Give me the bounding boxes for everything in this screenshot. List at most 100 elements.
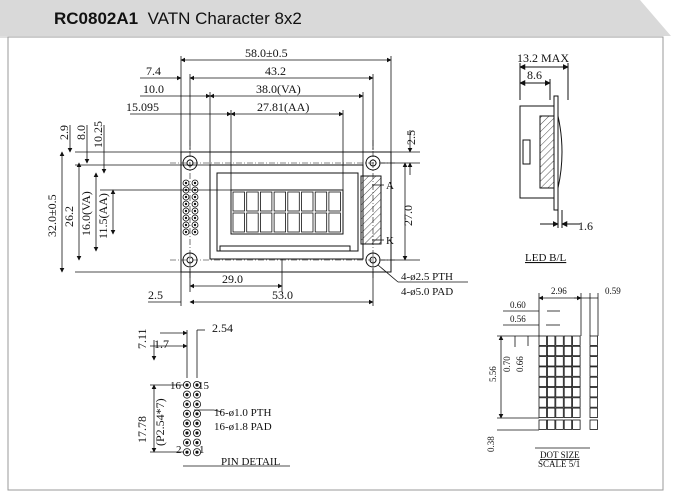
dim-dot-width: 0.56	[510, 314, 526, 324]
character-grid	[232, 191, 341, 233]
side-view	[519, 63, 580, 228]
view-area	[216, 172, 359, 252]
dim-pitch-note: (P2.54*7)	[153, 398, 167, 446]
pin-pad	[192, 428, 201, 437]
character-cell	[232, 212, 245, 233]
pixel-dot	[572, 335, 581, 346]
label-pin-pad: 16-ø1.8 PAD	[214, 421, 272, 433]
connector-pin-hole	[184, 223, 188, 227]
pin-hole	[195, 412, 199, 416]
dot-size-detail	[497, 293, 599, 449]
pin-pad	[182, 438, 191, 447]
dim-left-10-0: 10.0	[143, 82, 164, 96]
front-dim-lines	[59, 56, 468, 306]
dim-cursor-height: 0.38	[486, 436, 496, 452]
pin-pad	[182, 400, 191, 409]
pixel-dot	[555, 345, 564, 357]
pin-pad	[182, 419, 191, 428]
pin-pad	[192, 409, 201, 418]
connector-pin-hole	[193, 195, 197, 199]
dot-size-texts: 2.96 0.59 0.60 0.56 5.56 0.70 0.66 0.38 …	[486, 286, 621, 469]
cursor-dot	[572, 419, 581, 430]
pixel-dot	[555, 335, 564, 346]
pixel-dot	[538, 376, 547, 388]
connector-pin-hole	[193, 230, 197, 234]
pixel-dot	[555, 397, 564, 408]
pixel-dot	[555, 376, 564, 388]
character-cell	[328, 191, 341, 212]
character-cell	[314, 191, 328, 212]
pixel-dot-next-char	[589, 387, 598, 398]
side-led-hatch	[539, 115, 555, 189]
dim-left-15-095: 15.095	[126, 100, 159, 114]
pixel-dot	[547, 366, 556, 377]
dim-bottom-53-0: 53.0	[272, 288, 293, 302]
pixel-dot-next-char	[589, 345, 598, 357]
pixel-dot	[572, 345, 581, 357]
pixel-dot-next-char	[589, 335, 598, 346]
connector-pin-hole	[193, 181, 197, 185]
pixel-dot	[538, 397, 547, 408]
pixel-dot	[555, 387, 564, 398]
connector-pin-hole	[193, 202, 197, 206]
pixel-dot	[555, 356, 564, 367]
pin-pad	[182, 390, 191, 399]
pin-pad	[182, 380, 191, 389]
connector-pin-hole	[184, 195, 188, 199]
dim-view-area-width: 38.0(VA)	[256, 82, 301, 96]
pixel-dot	[572, 407, 581, 418]
pin-1-label: 1	[199, 444, 205, 456]
pixel-dot	[572, 356, 581, 367]
connector-pin-pad	[182, 207, 190, 215]
pin-pad	[182, 448, 191, 457]
pixel-dot	[563, 407, 573, 418]
character-cell	[314, 212, 328, 233]
pin-hole	[195, 431, 199, 435]
pixel-dot	[547, 335, 556, 346]
side-view-texts: 13.2 MAX 8.6 1.6 LED B/L	[517, 51, 593, 264]
connector-pin-pad	[182, 228, 190, 236]
dim-1-7: 1.7	[154, 337, 169, 351]
caption-led-bl: LED B/L	[525, 252, 567, 264]
cursor-dot	[538, 419, 547, 430]
connector-pin-hole	[184, 202, 188, 206]
character-cell	[328, 212, 341, 233]
pixel-dot	[572, 366, 581, 377]
connector-pin-hole	[184, 181, 188, 185]
label-holes-pad: 4-ø5.0 PAD	[401, 286, 453, 298]
page-title: RC0802A1 VATN Character 8x2	[54, 9, 302, 29]
front-view	[180, 151, 392, 273]
pin-pad	[192, 419, 201, 428]
connector-pins	[182, 179, 199, 236]
model-name: RC0802A1	[54, 9, 139, 28]
connector-pin-hole	[193, 209, 197, 213]
pixel-dot	[563, 397, 573, 408]
pixel-dot-next-char	[589, 397, 598, 408]
label-cathode: K	[386, 235, 394, 247]
connector-pin-pad	[191, 228, 199, 236]
dim-overall-width: 58.0±0.5	[245, 46, 288, 60]
caption-scale: SCALE 5/1	[538, 459, 580, 469]
pixel-dot	[538, 356, 547, 367]
pin-16-label: 16	[170, 380, 182, 392]
dim-char-gap: 0.59	[605, 286, 621, 296]
dim-pin-length: 1.6	[578, 219, 593, 233]
character-cell	[301, 191, 314, 212]
dim-active-area-width: 27.81(AA)	[257, 100, 309, 114]
pin-hole	[195, 450, 199, 454]
connector-pin-pad	[191, 193, 199, 201]
dim-dot-pitch-w: 0.60	[510, 300, 526, 310]
dim-char-height: 5.56	[488, 366, 498, 382]
pin-pad	[192, 448, 201, 457]
pin-pad	[192, 438, 201, 447]
cursor-dot	[547, 419, 556, 430]
pixel-dot	[538, 366, 547, 377]
dim-v-2-5: 2.5	[404, 130, 418, 145]
connector-pin-pad	[191, 207, 199, 215]
side-connector	[522, 139, 531, 165]
dim-17-78: 17.78	[135, 416, 149, 443]
pixel-dot	[563, 387, 573, 398]
label-holes-pth: 4-ø2.5 PTH	[401, 271, 453, 283]
connector-pin-pad	[182, 214, 190, 222]
center-lines	[170, 140, 395, 280]
